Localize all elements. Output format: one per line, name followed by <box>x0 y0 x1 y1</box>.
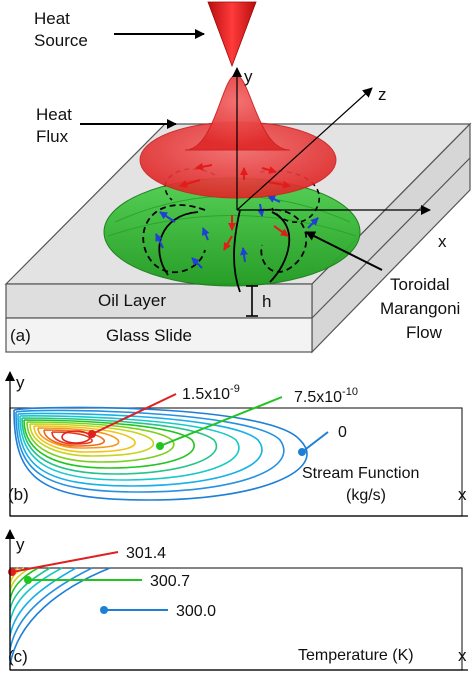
temp-label-300-0: 300.0 <box>100 603 216 620</box>
blue-arrow-3 <box>191 257 203 269</box>
blue-arrow-7 <box>267 195 281 203</box>
blue-arrow-5 <box>202 227 210 241</box>
heat-flux-label: Heat <box>36 105 72 124</box>
panel-b: y x 1.5x10-9 7.5x10-10 0 Stream Function… <box>4 371 468 517</box>
flow-loop-front-right <box>260 208 308 273</box>
svg-text:300.0: 300.0 <box>176 603 216 620</box>
toroidal-label-2: Marangoni <box>380 299 460 318</box>
panel-c: y x 301.4 300.7 300.0 Temperature (K) (c… <box>4 529 468 671</box>
axis-x-label: x <box>438 232 447 251</box>
blue-arrow-6 <box>307 217 319 229</box>
blue-arrow-4 <box>240 247 248 263</box>
red-arrow-5 <box>261 166 277 174</box>
panel-b-caption-unit: (kg/s) <box>346 487 386 504</box>
temp-contour-300-0 <box>9 567 111 666</box>
axis-y-label: y <box>244 67 253 86</box>
stream-contours <box>13 406 308 501</box>
heat-flux-label-2: Flux <box>36 127 69 146</box>
toroidal-label: Toroidal <box>390 275 450 294</box>
axis-z-label: z <box>378 85 387 104</box>
panel-c-frame <box>9 567 463 671</box>
contour-label-max: 1.5x10-9 <box>88 383 240 438</box>
oil-layer-face <box>5 283 313 319</box>
svg-text:300.7: 300.7 <box>150 573 190 590</box>
temp-contour-300-7 <box>9 567 39 601</box>
thickness-label: h <box>262 292 271 311</box>
heat-source-label-2: Source <box>34 31 88 50</box>
panel-b-tag: (b) <box>8 485 29 504</box>
toroidal-label-3: Flow <box>406 323 443 342</box>
red-arrow-2 <box>267 180 291 189</box>
contour-label-zero: 0 <box>298 424 347 456</box>
toroidal-pointer <box>305 231 383 271</box>
blue-arrow-1 <box>159 211 176 223</box>
temperature-contours <box>9 567 111 666</box>
axis-c-y-label: y <box>16 535 25 554</box>
blue-arrow-2 <box>155 233 164 249</box>
flow-loop-front-left <box>142 204 206 274</box>
glass-slide-face <box>5 317 313 353</box>
svg-text:0: 0 <box>338 424 347 441</box>
heat-source-label: Heat <box>34 9 70 28</box>
red-arrow-4 <box>195 162 213 171</box>
svg-text:1.5x10-9: 1.5x10-9 <box>182 383 240 403</box>
stream-contour-mid <box>23 419 195 469</box>
temp-label-301-4: 301.4 <box>11 545 166 573</box>
red-arrow-8 <box>223 235 233 251</box>
panel-c-tag: (c) <box>8 647 28 666</box>
panel-b-caption: Stream Function <box>302 465 419 482</box>
axis-z-line <box>236 87 373 211</box>
panel-c-caption: Temperature (K) <box>298 647 414 664</box>
contour-label-mid: 7.5x10-10 <box>156 386 358 450</box>
oil-layer-label: Oil Layer <box>98 291 166 310</box>
flow-loop-solid-right <box>269 211 291 283</box>
panel-a: y x z Heat Source Heat Flux Oil Layer h … <box>4 1 472 354</box>
axis-b-x-label: x <box>458 485 467 504</box>
red-arrow-1 <box>179 179 201 188</box>
svg-text:301.4: 301.4 <box>126 545 166 562</box>
stream-contour-0 <box>13 406 308 501</box>
svg-text:7.5x10-10: 7.5x10-10 <box>294 386 358 406</box>
oil-boundary-edge <box>311 157 471 319</box>
panel-a-tag: (a) <box>10 326 31 345</box>
axis-c-x-label: x <box>458 646 467 665</box>
axes-3d: y x z <box>232 67 447 251</box>
heat-source-cone <box>207 1 257 68</box>
glass-slide-label: Glass Slide <box>106 326 192 345</box>
red-arrow-7 <box>273 225 289 237</box>
temp-label-300-7: 300.7 <box>24 573 190 590</box>
axis-b-y-label: y <box>16 373 25 392</box>
thickness-marker <box>246 285 258 317</box>
flow-loop-front-center <box>233 209 241 293</box>
